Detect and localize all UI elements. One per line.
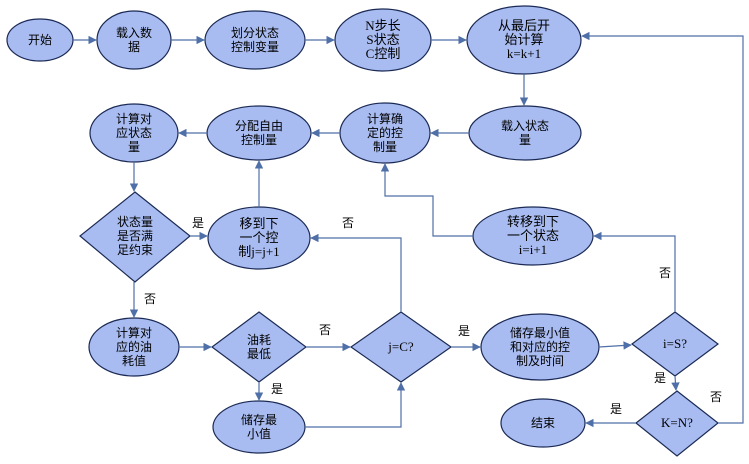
edge-kn-backward: [581, 31, 744, 424]
yes-fuel-label: 是: [270, 381, 283, 396]
no-constraint-label: 否: [143, 291, 156, 306]
no-kn-label: 否: [709, 389, 722, 404]
store-ctrl-label: 储存最小值 和对应的控 制及时间: [509, 326, 570, 368]
load-data-label: 载入数 据: [115, 26, 152, 54]
divide-vars-label: 划分状态 控制变量: [230, 26, 279, 54]
yes-is-label: 是: [653, 370, 666, 385]
k-eq-n-diamond: [635, 390, 719, 457]
alloc-free-label: 分配自由 控制量: [234, 119, 283, 147]
calc-fuel-label: 计算对 应的油 耗值: [115, 326, 152, 368]
no-is-label: 否: [658, 265, 671, 280]
j-eq-c-diamond: [349, 311, 453, 383]
start-label: 开始: [27, 33, 52, 47]
fuel-min-label: 油耗 最低: [246, 333, 271, 361]
store-min-label: 储存最 小值: [240, 413, 277, 441]
no-jc-up-label: 否: [341, 215, 354, 230]
end-label: 结束: [530, 416, 555, 430]
check-constraint-label: 状态量 是否满 足约束: [116, 215, 153, 257]
calc-state-label: 计算对 应状态 量: [115, 112, 152, 154]
check-constraint-diamond: [79, 191, 191, 283]
next-ctrl-label: 移到下 一个控 制j=j+1: [238, 216, 280, 259]
edge-storemin-jc: [305, 382, 406, 428]
j-eq-c-label: j=C?: [388, 339, 414, 354]
backward-label: 从最后开 始计算 k=k+1: [497, 18, 550, 61]
yes-constraint-label: 是: [191, 215, 204, 230]
yes-kn-label: 是: [609, 401, 622, 416]
load-state-label: 载入状态 量: [500, 119, 549, 147]
steps-label: N步长 S状态 C控制: [365, 18, 401, 61]
no-fuel-label: 否: [318, 322, 331, 337]
yes-jc-label: 是: [457, 323, 470, 338]
next-state-label: 转移到下 一个状态 i=i+1: [506, 214, 559, 257]
calc-ctrl-label: 计算确 定的控 制量: [366, 112, 403, 154]
i-eq-s-label: i=S?: [663, 336, 687, 351]
edge-storectrl-is: [598, 341, 632, 350]
k-eq-n-label: K=N?: [661, 415, 693, 430]
edge-nextstate-calcctrl: [380, 163, 473, 237]
edge-is-kn: [671, 375, 680, 391]
end-ellipse: [500, 398, 586, 448]
edge-is-nextstate: [593, 231, 676, 312]
edge-jc-nextctrl: [310, 233, 402, 312]
